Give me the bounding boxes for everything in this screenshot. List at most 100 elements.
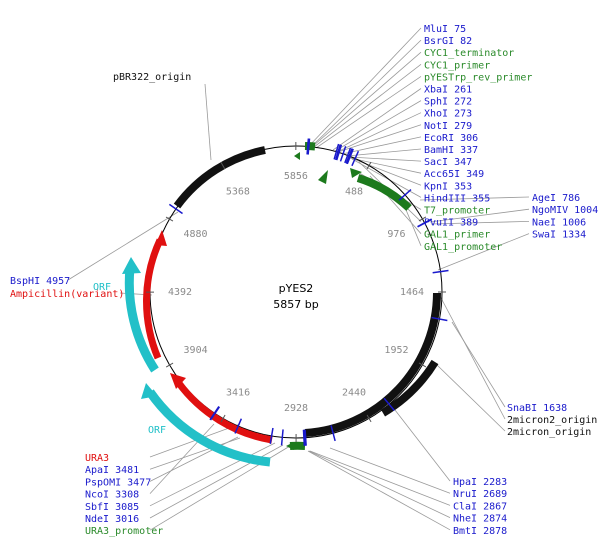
label-cyc1-primer[interactable]: CYC1_primer — [424, 60, 490, 71]
label-ncoi-3308[interactable]: NcoI 3308 — [85, 490, 139, 501]
orf-lower-arrowhead — [141, 383, 157, 399]
label-agei-786[interactable]: AgeI 786 — [532, 193, 580, 204]
restriction-site-3308[interactable] — [234, 418, 243, 434]
label-ura3-promoter[interactable]: URA3_promoter — [85, 526, 163, 537]
label-bsrgi-82[interactable]: BsrGI 82 — [424, 36, 472, 47]
restriction-site-82[interactable] — [307, 138, 311, 155]
label-gal1-promoter[interactable]: GAL1_promoter — [424, 242, 502, 253]
restriction-site-1334[interactable] — [432, 269, 449, 274]
restriction-site-273[interactable] — [335, 144, 342, 161]
feature-ura3[interactable] — [175, 379, 273, 444]
restriction-site-261[interactable] — [333, 143, 340, 160]
label-ndei-3016[interactable]: NdeI 3016 — [85, 514, 139, 525]
label-nrui-2689[interactable]: NruI 2689 — [453, 489, 507, 500]
restriction-site-3085[interactable] — [269, 427, 274, 444]
label-saci-347[interactable]: SacI 347 — [424, 157, 472, 168]
label-acc65i-349[interactable]: Acc65I 349 — [424, 169, 484, 180]
label-orf-lower[interactable]: ORF — [148, 425, 166, 436]
feature-ampicillin[interactable] — [143, 238, 164, 360]
gal1-primer-arrow[interactable] — [350, 168, 362, 178]
leader-pspomi-3477 — [149, 436, 239, 482]
ampicillin-arrowhead — [155, 230, 167, 246]
label-bamhi-337[interactable]: BamHI 337 — [424, 145, 478, 156]
restriction-site-279[interactable] — [335, 144, 343, 161]
t7-promoter-arrow[interactable] — [318, 170, 328, 184]
label-pyestrp-rev-primer[interactable]: pYESTrp_rev_primer — [424, 72, 532, 83]
tick-mark-5368 — [220, 161, 226, 170]
label-naei-1006[interactable]: NaeI 1006 — [532, 217, 586, 228]
label-sbfi-3085[interactable]: SbfI 3085 — [85, 502, 139, 513]
tick-label-5368: 5368 — [226, 187, 250, 198]
leader-ecori-306 — [341, 136, 422, 155]
restriction-site-337[interactable] — [344, 147, 352, 164]
restriction-site-1638[interactable] — [431, 316, 448, 322]
restriction-site-2689[interactable] — [330, 425, 336, 442]
leader-swai-1334 — [437, 233, 530, 271]
leader-2micron2-origin — [439, 295, 506, 420]
tick-label-1952: 1952 — [384, 345, 408, 356]
label-bmti-2878[interactable]: BmtI 2878 — [453, 526, 507, 537]
label-pbr322-origin[interactable]: pBR322_origin — [113, 72, 191, 83]
label-t7-promoter[interactable]: T7_promoter — [424, 206, 490, 217]
leader-sbfi-3085 — [149, 442, 276, 507]
label-2micron-origin[interactable]: 2micron_origin — [507, 427, 591, 438]
label-cyc1-terminator[interactable]: CYC1_terminator — [424, 48, 514, 59]
label-ecori-306[interactable]: EcoRI 306 — [424, 133, 478, 144]
restriction-site-75[interactable] — [306, 138, 310, 155]
restriction-site-2283[interactable] — [383, 397, 395, 412]
label-sphi-272[interactable]: SphI 272 — [424, 97, 472, 108]
label-ampicillin-variant[interactable]: Ampicillin(variant) — [10, 289, 124, 300]
leader-xhoi-273 — [336, 112, 422, 153]
feature-orf-lower[interactable] — [146, 389, 271, 467]
feature-cyc1-terminator[interactable] — [304, 142, 316, 151]
label-pspomi-3477[interactable]: PspOMI 3477 — [85, 477, 151, 488]
restriction-site-2867[interactable] — [304, 429, 307, 446]
restriction-site-306[interactable] — [339, 145, 347, 162]
feature-pbr322-origin[interactable] — [173, 146, 266, 209]
leader-pyestrp-rev-primer — [315, 76, 422, 149]
label-mlui-75[interactable]: MluI 75 — [424, 24, 466, 35]
restriction-site-2878[interactable] — [302, 429, 306, 446]
label-clai-2867[interactable]: ClaI 2867 — [453, 501, 507, 512]
tick-mark-1952 — [418, 362, 427, 368]
label-pvuii-389[interactable]: PvuII 389 — [424, 218, 478, 229]
tick-mark-4880 — [165, 216, 174, 222]
restriction-site-3481[interactable] — [209, 406, 220, 421]
label-noti-279[interactable]: NotI 279 — [424, 121, 472, 132]
label-apai-3481[interactable]: ApaI 3481 — [85, 465, 139, 476]
feature-gal1-promoter[interactable] — [356, 174, 412, 211]
restriction-site-355[interactable] — [346, 148, 354, 165]
label-snabi-1638[interactable]: SnaBI 1638 — [507, 403, 567, 414]
feature-orf-upper[interactable] — [124, 267, 159, 373]
cyc1-primer-arrow[interactable] — [294, 152, 300, 160]
label-gal1-primer[interactable]: GAL1_primer — [424, 230, 490, 241]
label-orf-upper[interactable]: ORF — [93, 282, 111, 293]
tick-label-3904: 3904 — [184, 345, 208, 356]
label-hpai-2283[interactable]: HpaI 2283 — [453, 477, 507, 488]
label-hindiii-355[interactable]: HindIII 355 — [424, 193, 490, 204]
restriction-site-786[interactable] — [398, 189, 412, 201]
restriction-site-4957[interactable] — [168, 203, 183, 215]
feature-2micron-origin[interactable] — [380, 359, 439, 417]
restriction-site-1006[interactable] — [417, 218, 433, 228]
label-xbai-261[interactable]: XbaI 261 — [424, 85, 472, 96]
plasmid-size: 5857 bp — [273, 298, 318, 311]
green-arrow-bottom[interactable] — [286, 442, 294, 450]
restriction-site-3016[interactable] — [280, 429, 284, 446]
label-xhoi-273[interactable]: XhoI 273 — [424, 109, 472, 120]
label-swai-1334[interactable]: SwaI 1334 — [532, 230, 586, 241]
label-2micron2-origin[interactable]: 2micron2_origin — [507, 415, 597, 426]
leader-agei-786 — [419, 196, 530, 201]
label-ura3[interactable]: URA3 — [85, 453, 109, 464]
label-kpni-353[interactable]: KpnI 353 — [424, 181, 472, 192]
label-nhei-2874[interactable]: NheI 2874 — [453, 514, 507, 525]
label-ngomiv-1004[interactable]: NgoMIV 1004 — [532, 205, 598, 216]
restriction-site-389[interactable] — [351, 150, 360, 167]
tick-label-2928: 2928 — [284, 403, 308, 414]
label-bsphi-4957[interactable]: BspHI 4957 — [10, 276, 70, 287]
orf-upper-arrowhead — [122, 257, 141, 274]
leader-ndei-3016 — [149, 444, 284, 519]
feature-2micron2-origin[interactable] — [304, 292, 441, 437]
leader-2micron-origin — [436, 364, 506, 432]
tick-mark-976 — [418, 216, 427, 222]
